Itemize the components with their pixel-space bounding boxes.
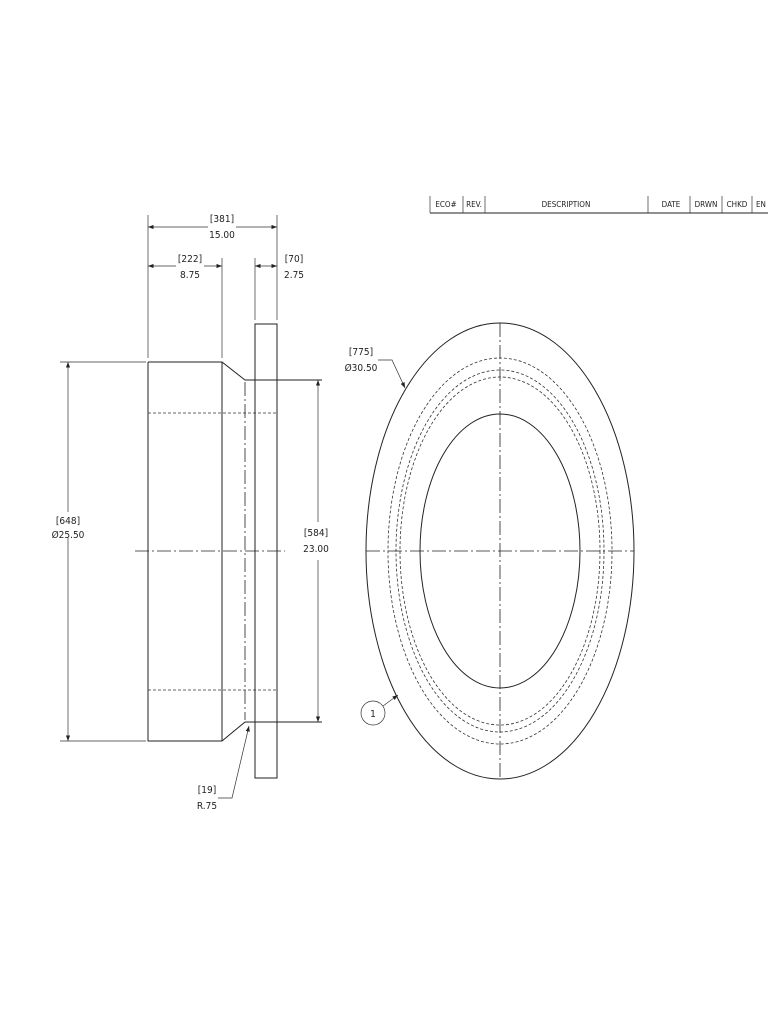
dim-inner-diameter-mm: [584] xyxy=(304,528,328,539)
header-eco: ECO# xyxy=(435,200,456,209)
header-date: DATE xyxy=(662,200,681,209)
revision-table: ECO# REV. DESCRIPTION DATE DRWN CHKD EN xyxy=(429,196,768,214)
dim-fillet-radius-mm: [19] xyxy=(198,785,216,796)
header-chkd: CHKD xyxy=(727,200,748,209)
header-rev: REV. xyxy=(466,200,482,209)
header-eng: EN xyxy=(756,200,766,209)
side-view: [381] 15.00 [222] 8.75 [70] 2.75 [648] Ø… xyxy=(52,214,330,812)
dim-flange-thickness-in: 2.75 xyxy=(284,270,304,281)
front-view: [775] Ø30.50 1 xyxy=(345,322,635,780)
dim-flange-thickness-mm: [70] xyxy=(285,254,303,265)
header-drwn: DRWN xyxy=(695,200,718,209)
dim-outer-diameter-mm: [648] xyxy=(56,516,80,527)
item-balloon-number: 1 xyxy=(370,709,376,720)
dim-fillet-radius-in: R.75 xyxy=(197,801,217,812)
dim-outer-diameter-in: Ø25.50 xyxy=(52,529,85,541)
dim-flange-diameter-mm: [775] xyxy=(349,347,373,358)
dim-body-length-in: 8.75 xyxy=(180,270,200,281)
dim-overall-length-mm: [381] xyxy=(210,214,234,225)
dim-body-length-mm: [222] xyxy=(178,254,202,265)
dim-flange-diameter-in: Ø30.50 xyxy=(345,362,378,374)
item-balloon xyxy=(360,700,386,726)
header-description: DESCRIPTION xyxy=(542,200,591,209)
dim-overall-length-in: 15.00 xyxy=(209,230,235,241)
dim-inner-diameter-in: 23.00 xyxy=(303,544,329,555)
